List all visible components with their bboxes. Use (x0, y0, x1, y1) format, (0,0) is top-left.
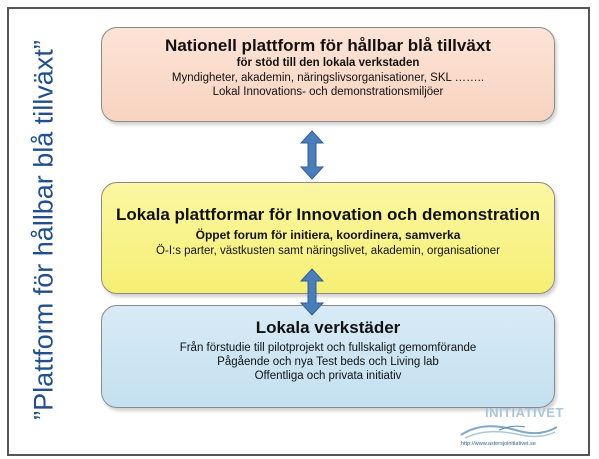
local-platforms-box: Lokala plattformar för Innovation och de… (101, 182, 555, 294)
double-arrow-icon (300, 268, 324, 316)
national-platform-line-1: Myndigheter, akademin, näringslivsorgani… (171, 72, 485, 84)
side-title: ”Plattform för hållbar blå tillväxt” (28, 40, 59, 420)
local-platforms-line-1: Ö-I:s parter, västkusten samt näringsliv… (156, 245, 500, 257)
national-platform-box: Nationell plattform för hållbar blå till… (101, 27, 555, 122)
local-platforms-subtitle: Öppet forum för initiera, koordinera, sa… (195, 228, 461, 242)
local-workshops-box: Lokala verkstäder Från förstudie till pi… (101, 305, 555, 408)
local-workshops-title: Lokala verkstäder (255, 318, 401, 337)
logo-url: http://www.astersjoinitiativet.se (461, 441, 536, 447)
local-platforms-title: Lokala plattformar för Innovation och de… (115, 205, 541, 224)
national-platform-subtitle: för stöd till den lokala verkstaden (236, 57, 420, 69)
wave-icon (460, 425, 558, 439)
local-workshops-line-3: Offentliga och privata initiativ (254, 370, 402, 382)
national-platform-line-2: Lokal Innovations- och demonstrationsmil… (212, 86, 444, 98)
local-workshops-line-1: Från förstudie till pilotprojekt och ful… (179, 342, 477, 354)
initiativet-logo: INITIATIVET http://www.astersjoinitiativ… (459, 403, 563, 451)
local-workshops-line-2: Pågående och nya Test beds och Living la… (217, 356, 439, 368)
national-platform-title: Nationell plattform för hållbar blå till… (165, 36, 491, 55)
double-arrow-icon (300, 130, 324, 180)
logo-wordmark: INITIATIVET (485, 405, 564, 420)
